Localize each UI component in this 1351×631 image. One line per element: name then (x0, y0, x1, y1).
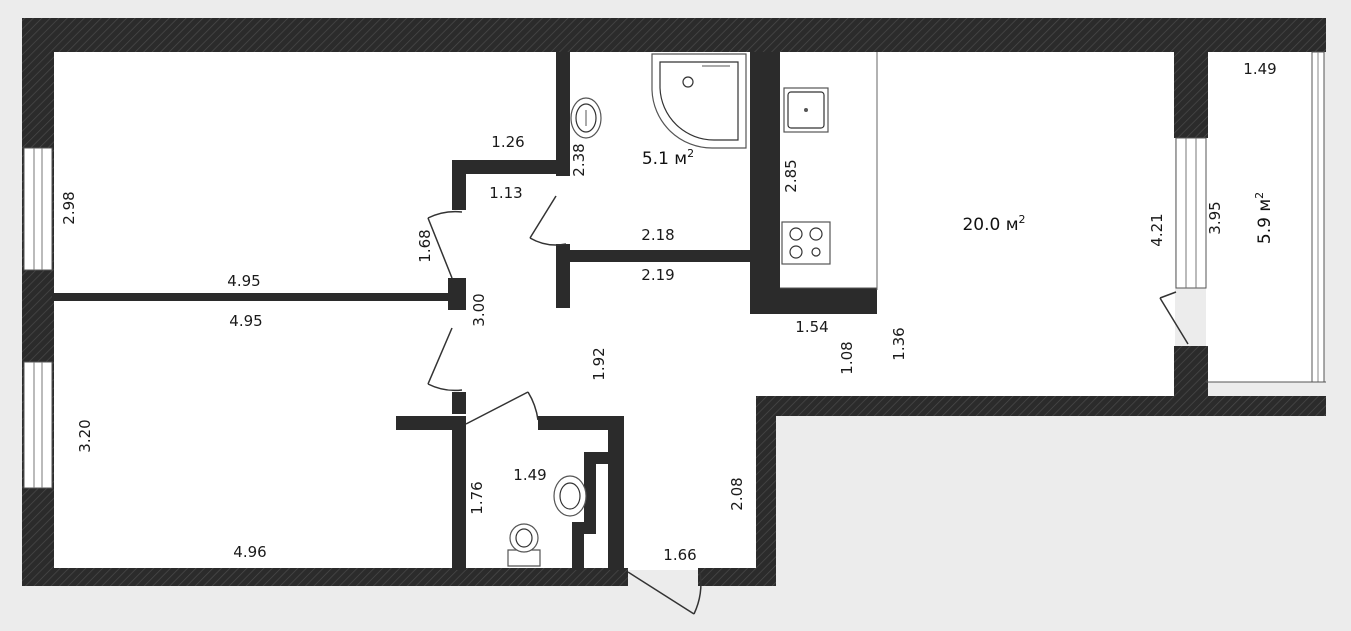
dim-label: 1.76 (468, 481, 486, 514)
dim-label: 3.95 (1206, 201, 1224, 234)
washbasin-icon (553, 475, 587, 517)
dim-label: 1.26 (491, 133, 524, 151)
dim-label: 1.92 (590, 347, 608, 380)
floor-area (52, 50, 1314, 570)
window (23, 361, 53, 489)
balcony-window (1175, 137, 1207, 289)
dim-label: 2.98 (60, 191, 78, 224)
dim-label: 1.13 (489, 184, 522, 202)
dim-label: 4.96 (233, 543, 266, 561)
entrance-door (627, 571, 702, 615)
dimension-labels: 2.98 4.95 4.95 3.20 4.96 1.26 1.13 1.68 … (60, 60, 1277, 564)
dim-label: 3.00 (470, 293, 488, 326)
dim-label: 1.36 (890, 327, 908, 360)
window (23, 147, 53, 271)
door (427, 210, 463, 279)
dim-label: 2.38 (570, 143, 588, 176)
dim-label: 1.08 (838, 341, 856, 374)
balcony-glazing (1206, 51, 1326, 383)
area-label-living: 20.0 м2 (962, 213, 1025, 235)
exterior-walls (22, 18, 1326, 586)
door (465, 391, 539, 425)
dim-label: 4.21 (1148, 213, 1166, 246)
dim-label: 1.54 (795, 318, 828, 336)
stove-icon (781, 221, 831, 265)
dim-label: 2.08 (728, 477, 746, 510)
kitchen-counter (780, 52, 878, 290)
dim-label: 3.20 (76, 419, 94, 452)
interior-walls (52, 52, 877, 570)
dim-label: 4.95 (229, 312, 262, 330)
toilet-icon (507, 523, 541, 567)
dim-label: 1.66 (663, 546, 696, 564)
area-label-bathroom: 5.1 м2 (642, 147, 694, 169)
door (427, 327, 463, 392)
balcony-door (1159, 291, 1189, 345)
dim-label: 1.49 (1243, 60, 1276, 78)
dim-label: 1.68 (416, 229, 434, 262)
dim-label: 2.19 (641, 266, 674, 284)
dim-label: 2.85 (782, 159, 800, 192)
area-labels: 5.1 м2 20.0 м2 5.9 м2 (642, 147, 1275, 244)
kitchen-sink-icon (783, 87, 829, 133)
sink-icon (570, 97, 602, 139)
dim-label: 4.95 (227, 272, 260, 290)
dim-label: 2.18 (641, 226, 674, 244)
area-label-balcony: 5.9 м2 (1253, 192, 1275, 244)
door (529, 195, 567, 246)
bathtub-icon (651, 53, 747, 149)
dim-label: 1.49 (513, 466, 546, 484)
